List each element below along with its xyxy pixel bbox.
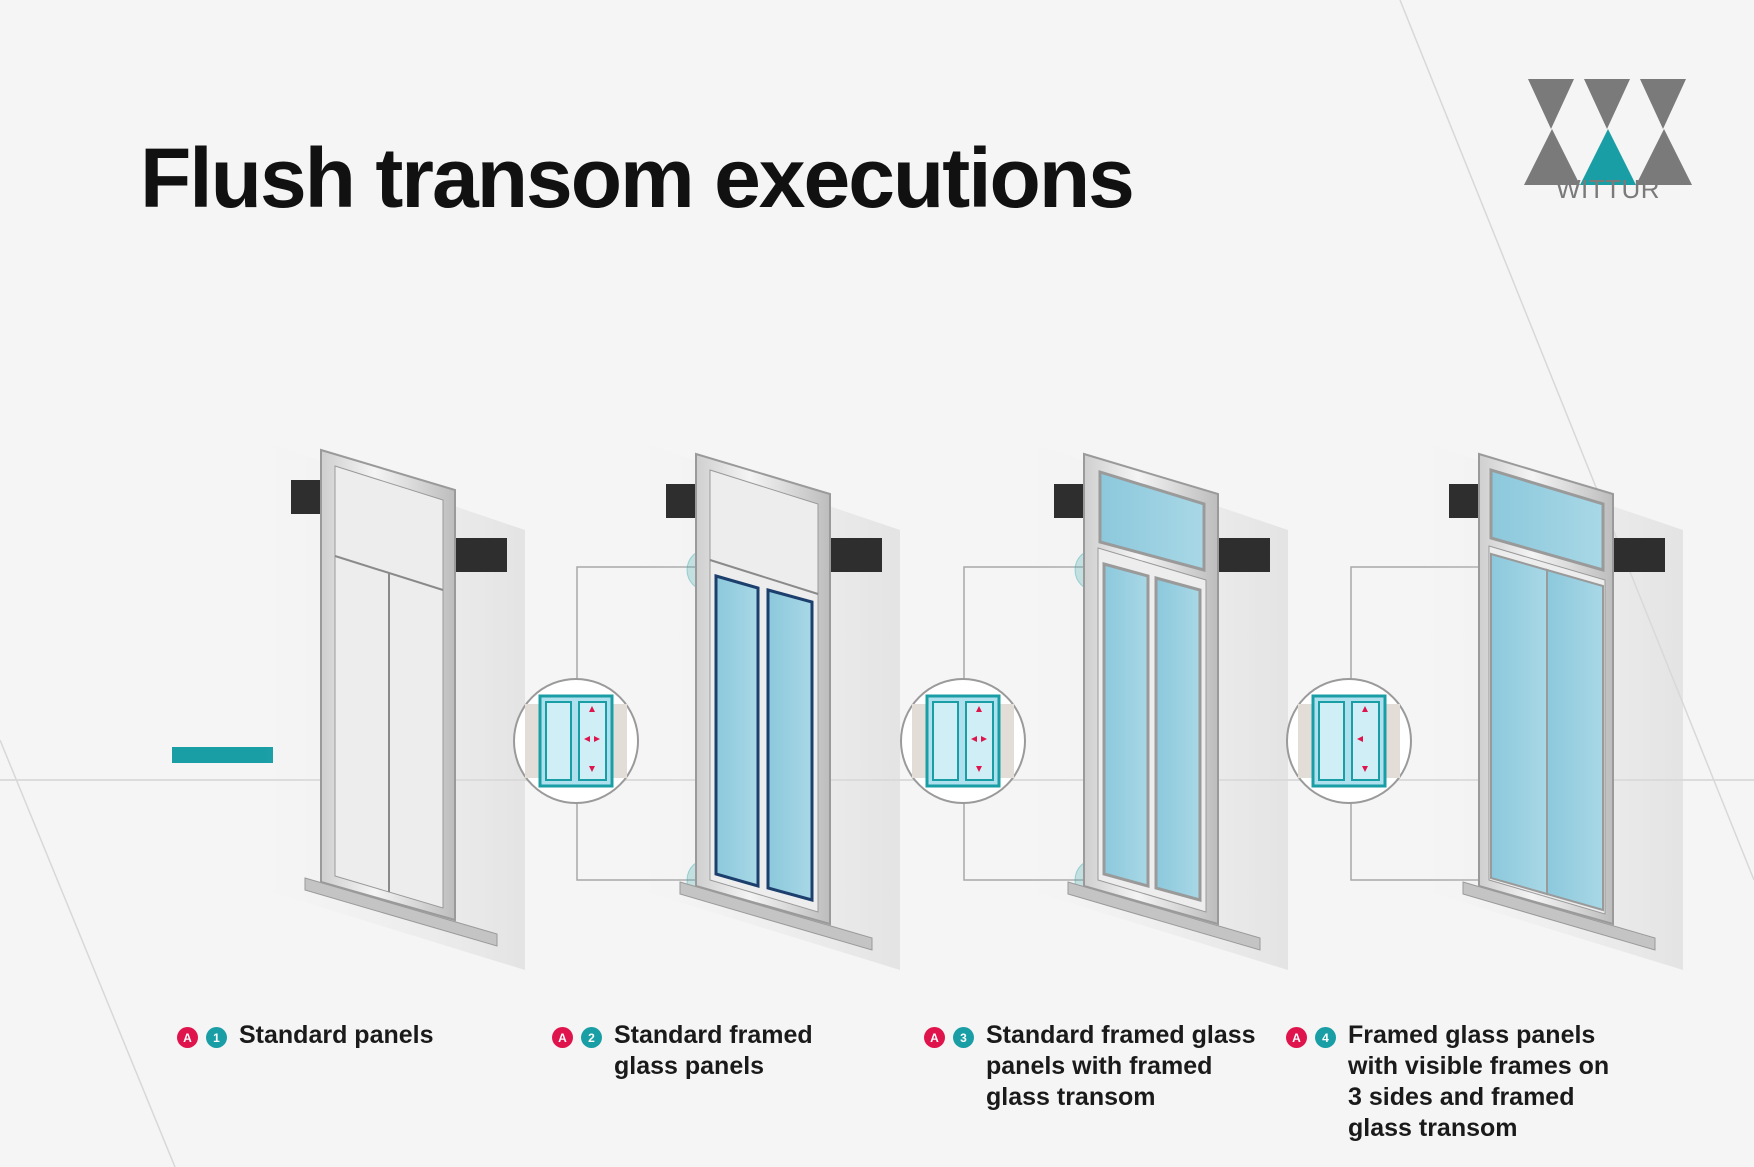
framed-glass-transom-door-icon xyxy=(1028,442,1288,970)
framed-glass-panels-door-icon xyxy=(640,442,900,970)
badge-number: 4 xyxy=(1315,1027,1336,1048)
brand-name: WITTUR xyxy=(1555,174,1661,204)
option-caption-2: A 2 Standard framed glass panels xyxy=(552,1020,852,1082)
badge-a: A xyxy=(177,1027,198,1048)
badge-number: 2 xyxy=(581,1027,602,1048)
badge-a: A xyxy=(924,1027,945,1048)
frame-detail-zoom-icon xyxy=(900,678,1026,804)
badge-number: 1 xyxy=(206,1027,227,1048)
option-label: Standard panels xyxy=(239,1021,434,1049)
option-label: Standard framed glass panels with framed… xyxy=(986,1021,1256,1111)
wittur-logo-icon xyxy=(1524,79,1692,185)
option-caption-4: A 4 Framed glass panels with visible fra… xyxy=(1286,1020,1636,1144)
badge-a: A xyxy=(1286,1027,1307,1048)
visible-frames-3-sides-door-icon xyxy=(1423,442,1683,970)
option-caption-1: A 1 Standard panels xyxy=(177,1020,477,1051)
badge-a: A xyxy=(552,1027,573,1048)
option-label: Framed glass panels with visible frames … xyxy=(1348,1021,1610,1142)
page-title: Flush transom executions xyxy=(140,131,1135,225)
standard-panels-door-icon xyxy=(265,442,525,970)
badge-number: 3 xyxy=(953,1027,974,1048)
frame-detail-zoom-icon xyxy=(1286,678,1412,804)
option-label: Standard framed glass panels xyxy=(614,1021,813,1080)
frame-detail-zoom-icon xyxy=(513,678,639,804)
accent-bar xyxy=(172,747,273,763)
option-caption-3: A 3 Standard framed glass panels with fr… xyxy=(924,1020,1274,1113)
